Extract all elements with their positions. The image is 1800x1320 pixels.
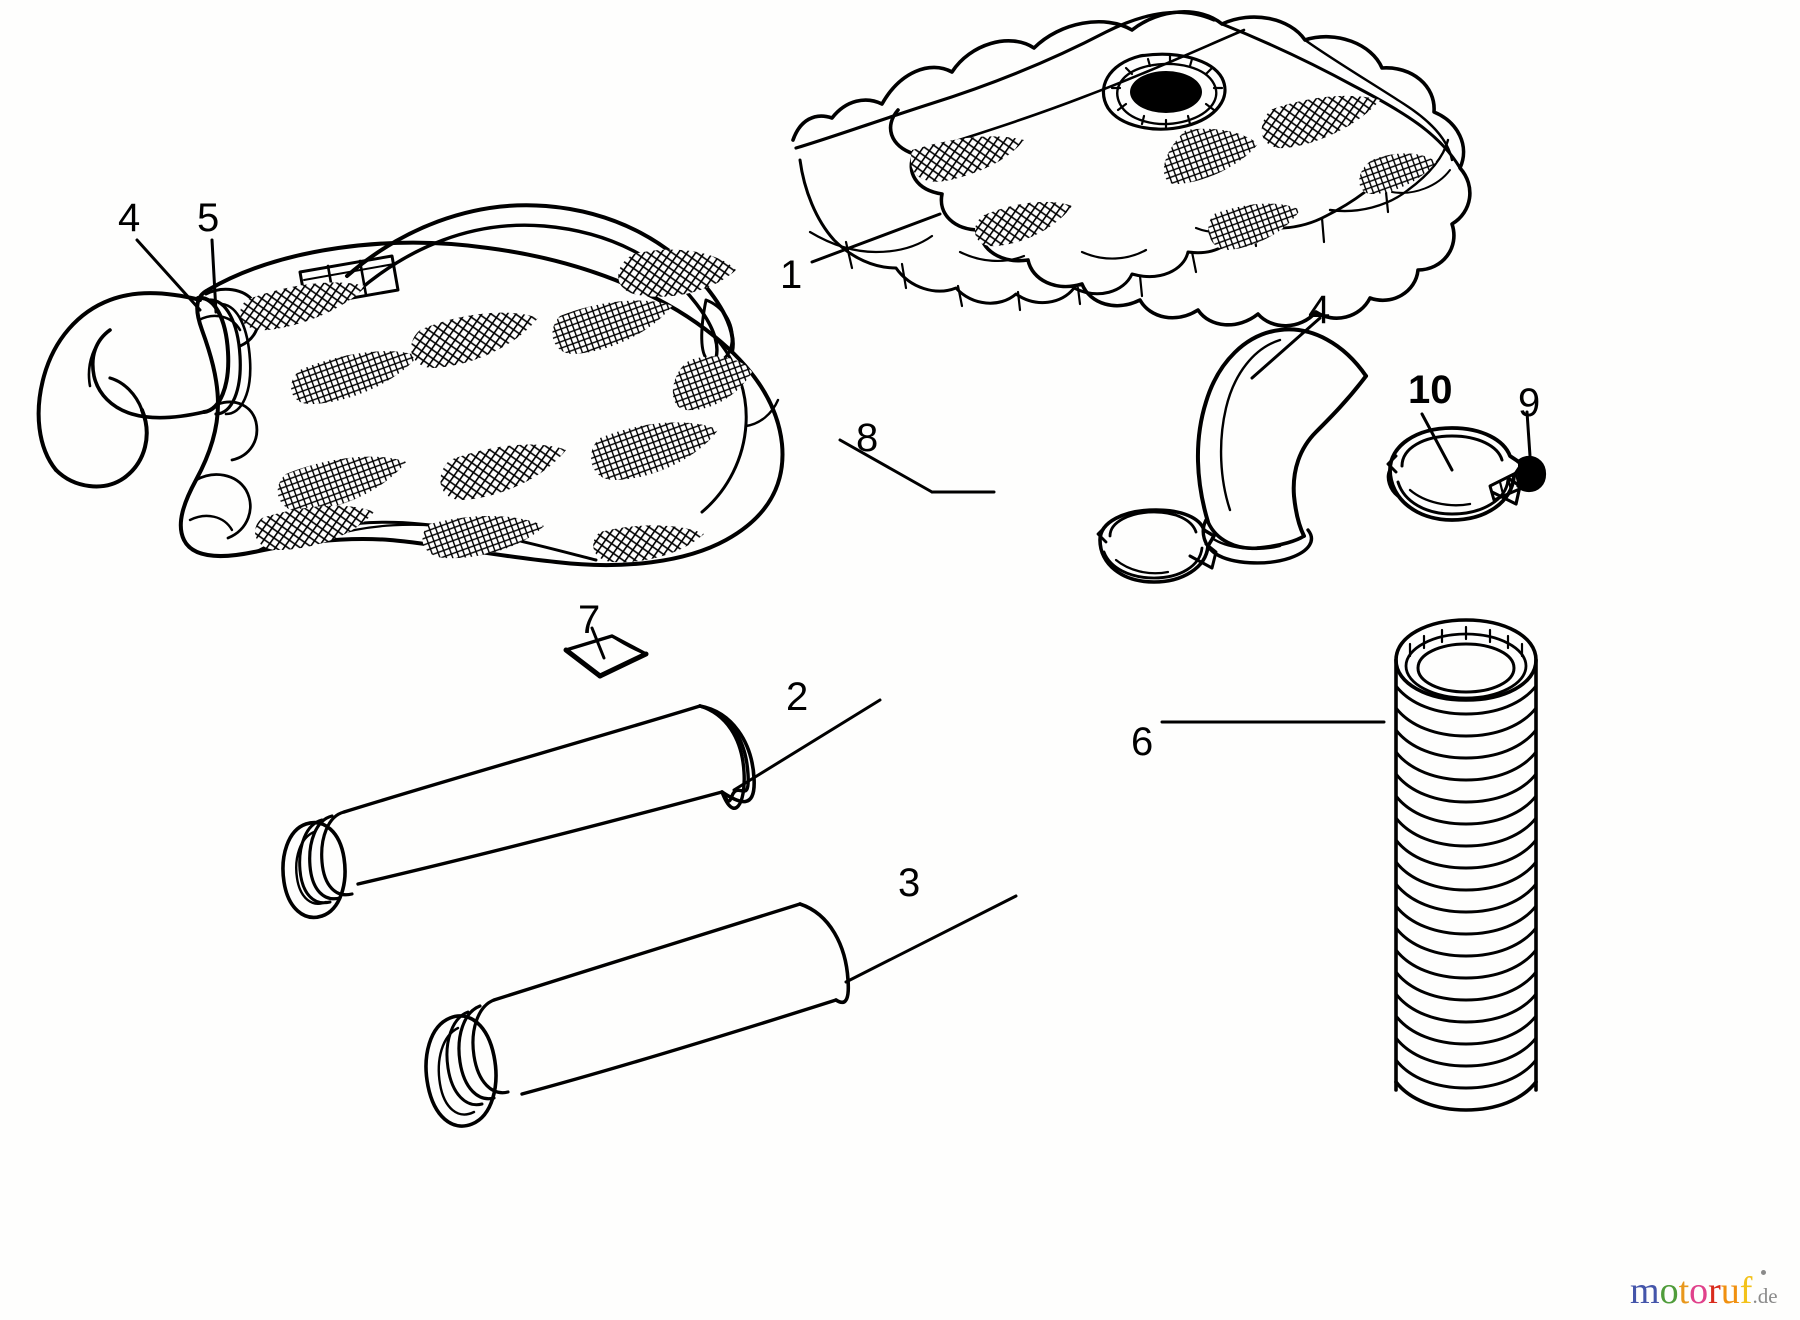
part-7-plate (563, 634, 649, 679)
callout-2: 2 (786, 675, 809, 719)
callout-1: 1 (780, 253, 803, 297)
bag-intake-collar (1101, 52, 1227, 131)
part-9-screw (1488, 455, 1547, 502)
logo-letter-r: r (1708, 1270, 1721, 1312)
part-3-lower-tube (424, 902, 851, 1128)
callout-7: 7 (578, 598, 601, 642)
leader-line-9 (1525, 410, 1532, 458)
part-4-elbow-hose-right (1196, 327, 1368, 565)
logo-suffix: .de (1752, 1284, 1778, 1308)
motoruf-logo: motoruf.de (1630, 1270, 1778, 1312)
leader-line-1 (810, 212, 942, 264)
callout-10: 10 (1408, 368, 1453, 412)
leader-line-3 (844, 894, 1018, 984)
part-2-upper-tube (281, 704, 756, 920)
leader-line-7 (590, 626, 606, 660)
part-5-hose-cuff (196, 295, 252, 416)
callout-5: 5 (197, 196, 220, 240)
part-8-bagger-bag (178, 203, 785, 567)
leader-line-4a (135, 238, 202, 312)
logo-letter-t: t (1678, 1270, 1690, 1312)
part-6-flexible-hose (1394, 618, 1538, 1112)
callout-4a: 4 (118, 196, 141, 240)
leader-line-4b (1250, 316, 1322, 380)
leader-line-2 (732, 698, 882, 792)
leader-line-5 (210, 238, 218, 314)
part-1-collection-bag (791, 10, 1472, 328)
logo-letter-o2: o (1689, 1270, 1709, 1312)
callout-8: 8 (856, 416, 879, 460)
logo-dot-icon (1761, 1270, 1766, 1275)
callout-9: 9 (1518, 381, 1541, 425)
leader-line-8 (838, 438, 934, 494)
callout-4b: 4 (1308, 288, 1331, 332)
logo-letter-o1: o (1659, 1270, 1679, 1312)
part-4-elbow-hose-left (36, 291, 206, 489)
logo-letter-f: f (1739, 1270, 1753, 1312)
callout-3: 3 (898, 861, 921, 905)
logo-letter-u: u (1720, 1270, 1740, 1312)
logo-letter-m: m (1630, 1270, 1660, 1312)
clamp-half-lower (1096, 508, 1218, 584)
callout-6: 6 (1131, 720, 1154, 764)
part-10-clamp-ring (1386, 426, 1524, 522)
leader-line-10 (1420, 412, 1454, 472)
